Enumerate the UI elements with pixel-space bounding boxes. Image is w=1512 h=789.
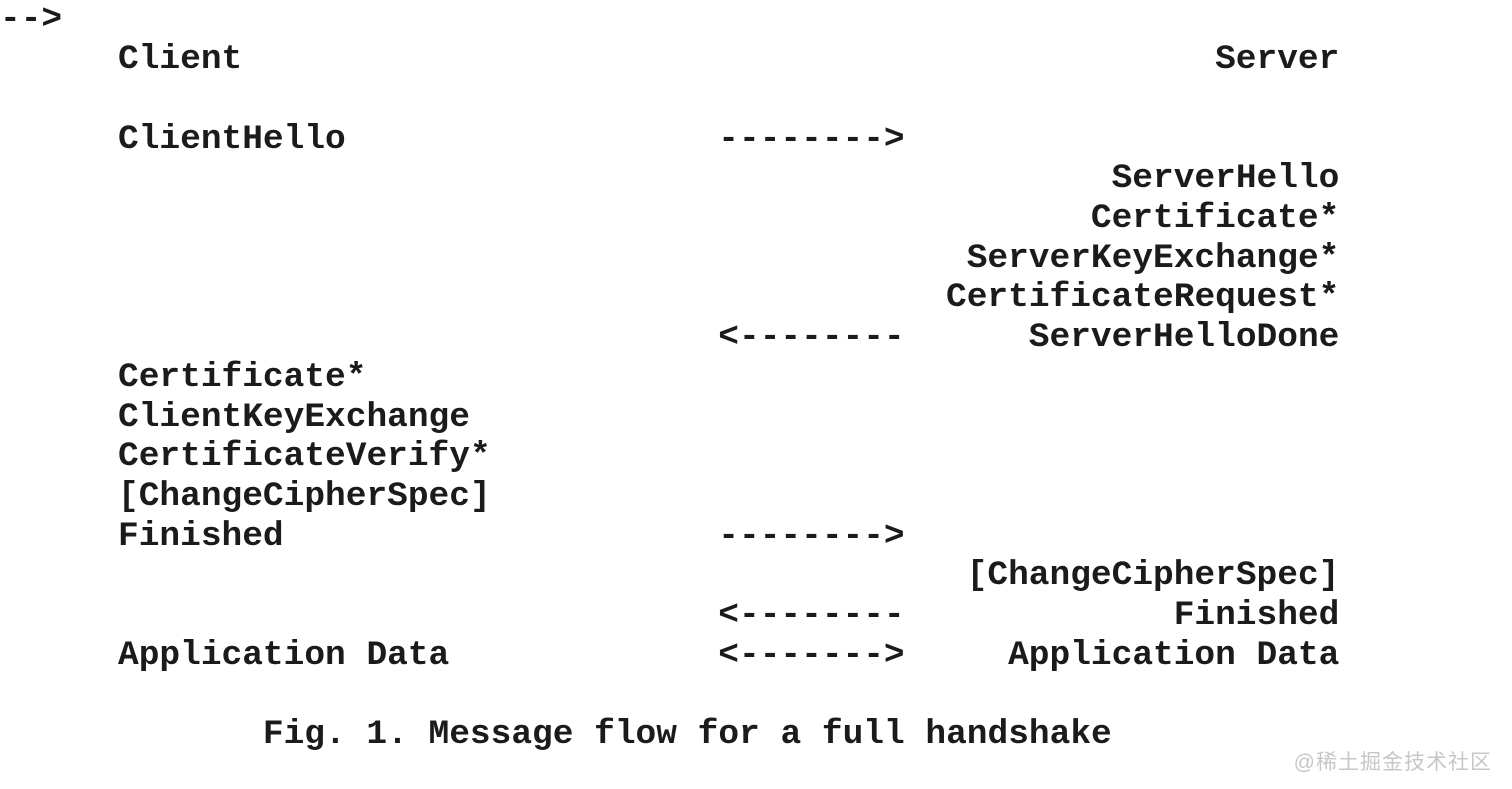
- server-certificate-message: Certificate*: [1090, 199, 1340, 238]
- clienthello-right-arrow: -------->: [718, 119, 905, 159]
- juejin-watermark: @稀土掘金技术社区: [1293, 751, 1492, 774]
- client-certificate-message: Certificate*: [118, 357, 367, 397]
- serverhellodone-message: ServerHelloDone: [1028, 318, 1340, 358]
- client-finished-right-arrow: -------->: [718, 516, 905, 556]
- server-actor-label: Server: [1215, 40, 1340, 80]
- serverhellodone-left-arrow: <--------: [718, 318, 905, 358]
- serverkeyexchange-message: ServerKeyExchange*: [966, 238, 1340, 278]
- server-finished-left-arrow: <--------: [718, 596, 905, 635]
- serverhello-message: ServerHello: [1111, 159, 1340, 199]
- server-finished-message: Finished: [1173, 596, 1340, 635]
- clienthello-message: ClientHello: [118, 119, 346, 159]
- application-data-bidirectional-arrow: <------->: [718, 635, 905, 675]
- server-application-data-message: Application Data: [1008, 635, 1340, 675]
- client-actor-label: Client: [118, 40, 243, 80]
- client-application-data-message: Application Data: [118, 635, 450, 675]
- clientkeyexchange-message: ClientKeyExchange: [118, 397, 470, 437]
- client-changecipherspec-message: [ChangeCipherSpec]: [118, 476, 491, 516]
- figure-caption: Fig. 1. Message flow for a full handshak…: [262, 715, 1112, 755]
- server-changecipherspec-message: [ChangeCipherSpec]: [966, 556, 1340, 596]
- certificateverify-message: CertificateVerify*: [118, 437, 491, 477]
- client-finished-message: Finished: [118, 516, 284, 556]
- certificaterequest-message: CertificateRequest*: [946, 278, 1340, 318]
